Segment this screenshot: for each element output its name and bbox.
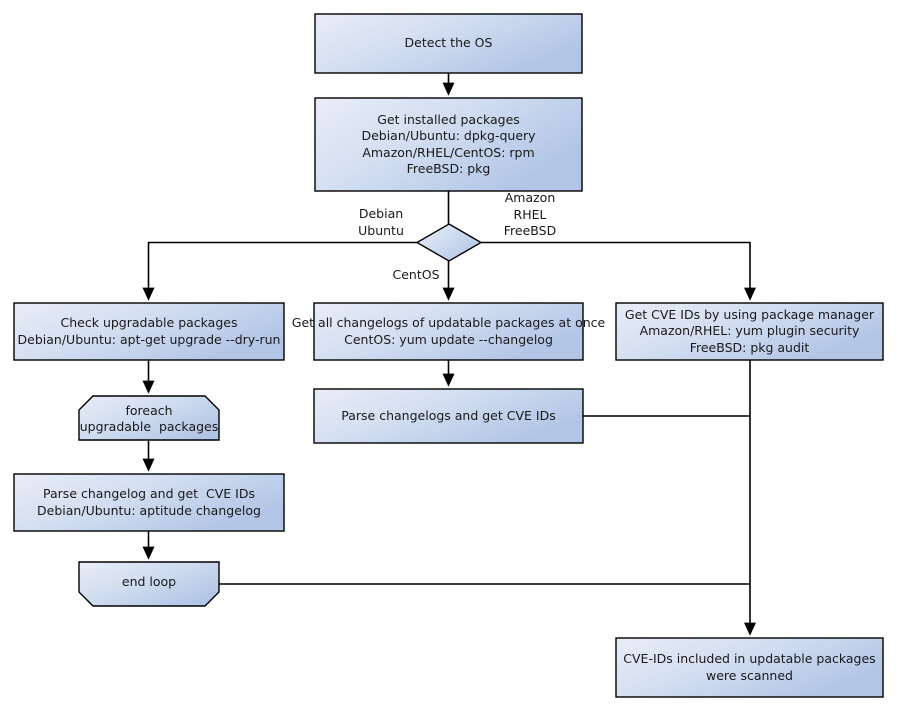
node-check-upgradable-packages [13, 302, 285, 361]
node-end-loop [78, 561, 220, 607]
node-get-all-changelogs [313, 302, 584, 361]
node-scanned-result [615, 637, 884, 698]
text-line: Ubuntu [358, 222, 404, 238]
edge-decision-left-branch [142, 241, 417, 301]
text-line: Amazon [504, 190, 556, 205]
text-line: CentOS [392, 267, 440, 282]
edge-decision-right-branch [481, 241, 756, 301]
text-line: Debian [358, 206, 404, 221]
node-get-cve-ids-package-manager [615, 302, 884, 361]
node-get-installed-packages [314, 97, 583, 192]
node-parse-changelog-cve-debian [13, 473, 285, 532]
node-parse-changelogs-cve [313, 388, 584, 444]
text-line: RHEL [513, 206, 547, 222]
node-foreach-loop-start [78, 395, 220, 441]
node-os-decision-diamond [415, 223, 483, 262]
edge-label-centos: CentOS [388, 267, 444, 284]
node-detect-os [314, 13, 583, 74]
text-line: FreeBSD [503, 223, 557, 238]
